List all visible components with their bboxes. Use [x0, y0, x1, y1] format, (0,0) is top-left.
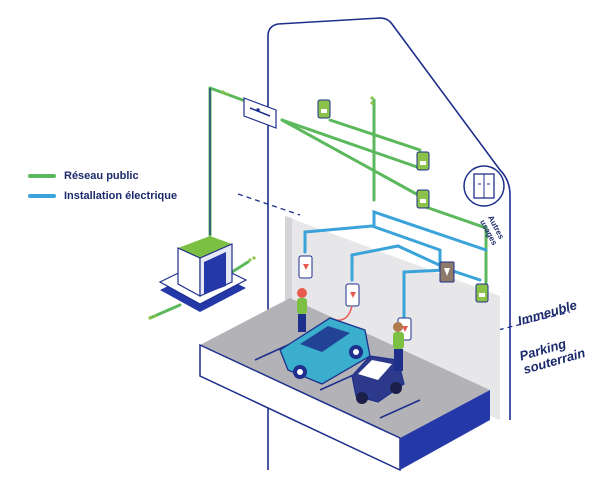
- parking-line: [379, 399, 421, 419]
- switch-icon: [243, 97, 277, 129]
- dot-marks: [148, 90, 374, 320]
- electrical-installation-swatch: [28, 194, 56, 198]
- legend-item-public-network: Réseau public: [28, 166, 177, 186]
- legend-label: Installation électrique: [64, 190, 178, 202]
- legend-item-electrical-installation: Installation électrique: [28, 186, 177, 206]
- meter-icon: [416, 189, 430, 209]
- legend: Réseau public Installation électrique: [28, 166, 177, 206]
- parking-floor-edge-right: [400, 390, 490, 470]
- meter-icon: [317, 99, 331, 119]
- charger-icon: [298, 255, 313, 279]
- parking-back-wall: [290, 218, 500, 420]
- electrical-installation-lines: [303, 209, 488, 320]
- elevator-icon: [463, 165, 505, 207]
- car-icon: [279, 317, 371, 385]
- meter-icon: [475, 283, 489, 303]
- public-network-swatch: [28, 174, 56, 178]
- zone-separator-line: [489, 311, 571, 333]
- panel-icon: [439, 261, 455, 283]
- person-icon: [393, 322, 404, 371]
- charger-icon: [345, 283, 360, 307]
- meter-icon: [416, 151, 430, 171]
- person-icon: [297, 288, 307, 332]
- floor-separator-line: [237, 193, 301, 216]
- legend-label: Réseau public: [64, 170, 139, 182]
- substation-icon: [158, 236, 248, 312]
- small-car-icon: [351, 355, 405, 404]
